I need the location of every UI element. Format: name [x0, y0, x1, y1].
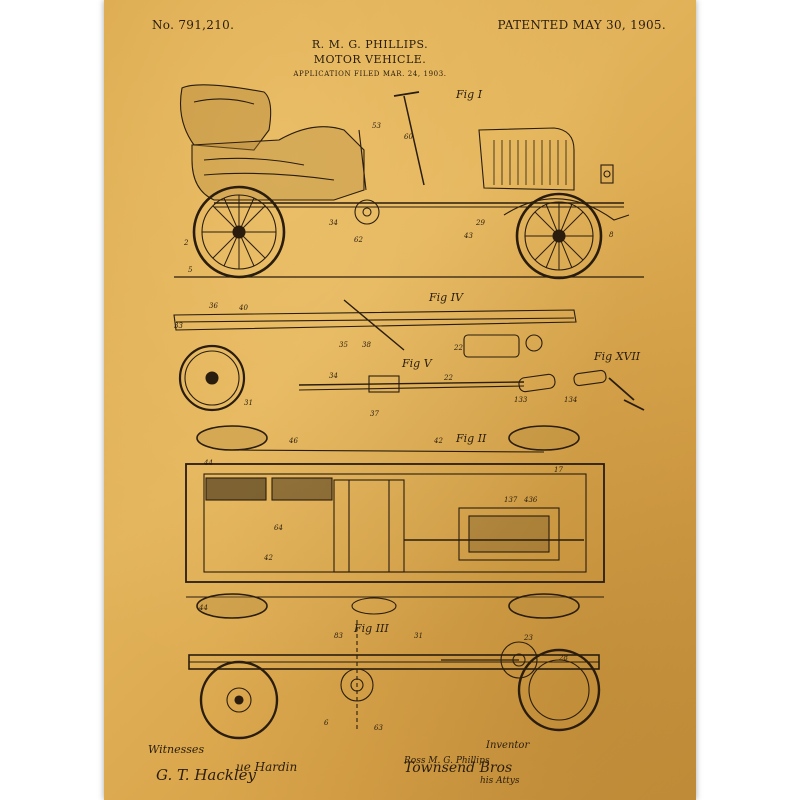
svg-text:436: 436	[523, 496, 538, 504]
svg-text:5: 5	[188, 266, 193, 274]
fig-1-label: Fig I	[456, 88, 483, 101]
inventor-header: R. M. G. PHILLIPS.	[311, 38, 429, 51]
patent-date: PATENTED MAY 30, 1905.	[497, 18, 666, 32]
fig1-side-view	[174, 84, 644, 280]
fig4-frame	[173, 299, 577, 412]
inventor-label: Inventor	[486, 740, 530, 751]
svg-text:62: 62	[354, 236, 363, 244]
svg-text:44: 44	[203, 459, 213, 467]
svg-text:53: 53	[372, 122, 381, 130]
svg-text:22: 22	[443, 374, 453, 382]
attorney-label: his Attys	[480, 776, 520, 786]
fig5-lever	[298, 375, 525, 393]
svg-text:23: 23	[523, 634, 533, 642]
svg-text:34: 34	[329, 372, 338, 380]
patent-number: No. 791,210.	[152, 18, 235, 32]
inventor-signature: Ross M. G. Phillips	[404, 756, 490, 766]
svg-text:28: 28	[558, 654, 568, 662]
svg-text:42: 42	[433, 437, 443, 445]
witnesses-label: Witnesses	[148, 743, 205, 756]
svg-text:38: 38	[362, 341, 371, 349]
svg-text:33: 33	[174, 322, 183, 330]
svg-text:60: 60	[404, 133, 413, 141]
svg-text:29: 29	[475, 219, 485, 227]
fig-4-label: Fig IV	[429, 291, 463, 304]
svg-text:42: 42	[263, 554, 273, 562]
svg-text:133: 133	[514, 396, 528, 404]
svg-text:40: 40	[238, 304, 248, 312]
attorney-signature: Townsend Bros	[404, 760, 513, 776]
svg-text:44: 44	[198, 604, 208, 612]
svg-text:83: 83	[334, 632, 343, 640]
fig-3-label: Fig III	[354, 622, 389, 635]
svg-text:37: 37	[370, 410, 379, 418]
svg-text:17: 17	[554, 466, 563, 474]
svg-text:31: 31	[414, 632, 423, 640]
svg-text:43: 43	[463, 232, 473, 240]
svg-text:22: 22	[453, 344, 463, 352]
application-filed: APPLICATION FILED MAR. 24, 1903.	[293, 70, 447, 78]
fig3-chassis	[188, 620, 601, 740]
patent-poster: No. 791,210. PATENTED MAY 30, 1905. R. M…	[104, 0, 696, 800]
svg-text:8: 8	[609, 231, 614, 239]
fig-5-label: Fig V	[402, 357, 432, 370]
svg-text:36: 36	[209, 302, 218, 310]
patent-title: MOTOR VEHICLE.	[313, 53, 427, 66]
svg-text:137: 137	[504, 496, 518, 504]
witness-signature-2: ue Hardin	[236, 760, 298, 774]
svg-text:35: 35	[339, 341, 348, 349]
svg-text:34: 34	[329, 219, 338, 227]
fig17-crank	[518, 369, 645, 411]
fig-17-label: Fig XVII	[594, 350, 641, 363]
witness-signature-1: G. T. Hackley	[156, 766, 256, 784]
svg-text:31: 31	[244, 399, 253, 407]
fig2-plan-view	[185, 425, 605, 619]
svg-text:134: 134	[564, 396, 577, 404]
svg-text:64: 64	[274, 524, 283, 532]
fig-2-label: Fig II	[456, 432, 487, 445]
svg-text:63: 63	[374, 724, 383, 732]
svg-text:46: 46	[288, 437, 298, 445]
svg-text:6: 6	[324, 719, 329, 727]
svg-text:2: 2	[183, 239, 189, 247]
